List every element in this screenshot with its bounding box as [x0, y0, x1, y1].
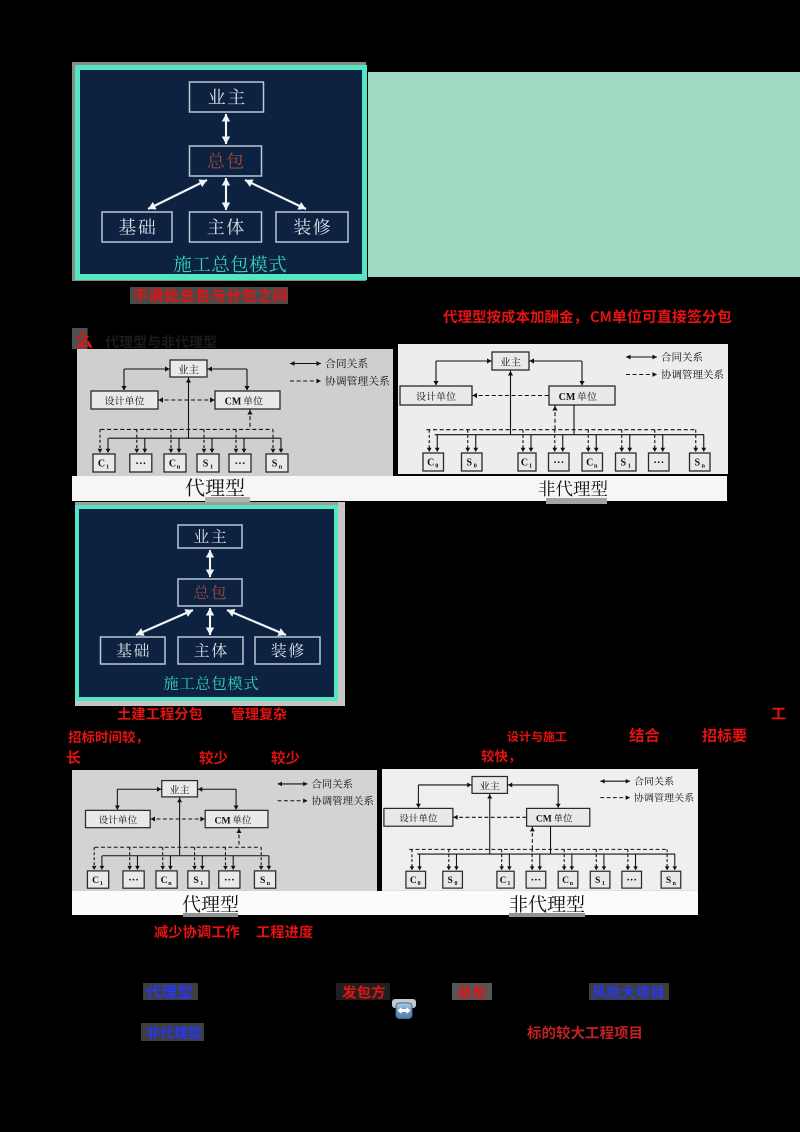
svg-text:···: ··· — [135, 457, 146, 469]
svg-text:S: S — [272, 458, 278, 469]
svg-text:S: S — [260, 875, 265, 886]
svg-text:0: 0 — [435, 463, 438, 470]
svg-text:···: ··· — [553, 456, 564, 468]
svg-text:···: ··· — [128, 875, 139, 886]
svg-text:1: 1 — [210, 464, 213, 471]
svg-text:S: S — [694, 457, 700, 468]
svg-text:C: C — [98, 458, 105, 469]
svg-text:C: C — [521, 457, 528, 468]
svg-text:C: C — [161, 875, 168, 886]
svg-text:···: ··· — [224, 875, 235, 886]
svg-text:n: n — [570, 881, 574, 887]
svg-text:C: C — [410, 876, 417, 886]
svg-text:S: S — [193, 875, 198, 886]
svg-text:C: C — [92, 875, 99, 886]
svg-text:S: S — [595, 876, 600, 886]
svg-text:1: 1 — [602, 881, 605, 887]
svg-text:n: n — [267, 881, 271, 887]
svg-text:···: ··· — [234, 457, 245, 469]
svg-text:n: n — [673, 881, 677, 887]
svg-text:S: S — [666, 876, 671, 886]
svg-text:···: ··· — [653, 456, 664, 468]
svg-text:1: 1 — [507, 881, 510, 887]
svg-text:CM: CM — [225, 397, 242, 408]
svg-text:1: 1 — [106, 464, 109, 471]
svg-text:S: S — [466, 457, 472, 468]
svg-text:0: 0 — [418, 881, 421, 887]
svg-text:CM: CM — [536, 815, 552, 825]
svg-text:S: S — [203, 458, 209, 469]
svg-text:0: 0 — [454, 881, 457, 887]
svg-text:CM: CM — [215, 815, 231, 826]
svg-text:n: n — [702, 463, 706, 470]
svg-text:CM: CM — [559, 392, 576, 403]
svg-text:C: C — [427, 457, 434, 468]
svg-text:C: C — [562, 876, 569, 886]
svg-text:1: 1 — [628, 463, 631, 470]
svg-text:C: C — [169, 458, 176, 469]
svg-text:n: n — [279, 464, 283, 471]
svg-text:0: 0 — [474, 463, 477, 470]
svg-text:1: 1 — [529, 463, 532, 470]
svg-text:n: n — [168, 881, 172, 887]
svg-text:S: S — [620, 457, 626, 468]
svg-text:C: C — [500, 876, 507, 886]
svg-text:···: ··· — [531, 875, 542, 886]
svg-text:C: C — [586, 457, 593, 468]
svg-text:1: 1 — [100, 881, 103, 887]
svg-text:1: 1 — [200, 881, 203, 887]
svg-text:n: n — [594, 463, 598, 470]
svg-text:···: ··· — [626, 875, 637, 886]
svg-text:n: n — [177, 464, 181, 471]
svg-text:S: S — [448, 876, 453, 886]
